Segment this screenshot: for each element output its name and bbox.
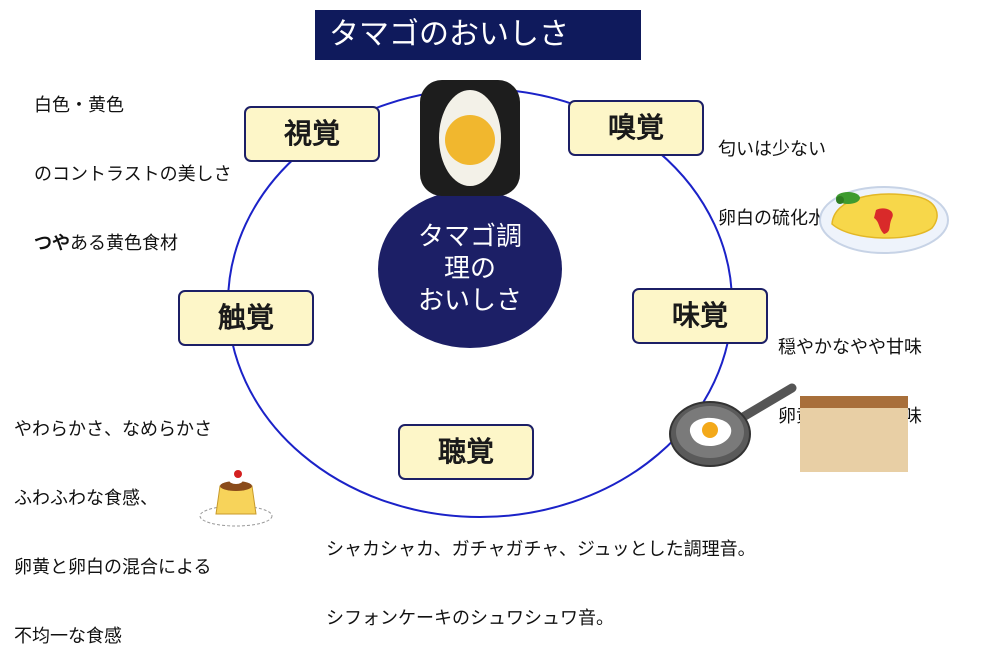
visual-description: 白色・黄色 のコントラストの美しさ つやある黄色食材: [34, 48, 232, 278]
touch-description: やわらかさ、なめらかさ ふわふわな食感、 卵黄と卵白の混合による 不均一な食感: [14, 372, 212, 671]
taste-desc-line-1: 穏やかなやや甘味: [778, 337, 922, 358]
touch-desc-line-4: 不均一な食感: [14, 626, 122, 647]
visual-desc-line-3: つやある黄色食材: [34, 232, 232, 255]
touch-desc-line-3: 卵黄と卵白の混合による: [14, 557, 212, 578]
page-title: タマゴのおいしさ: [315, 10, 641, 60]
visual-desc-bold: つや: [34, 233, 70, 254]
sense-box-touch: 触覚: [178, 290, 314, 346]
hearing-description: シャカシャカ、ガチャガチャ、ジュッとした調理音。 シフォンケーキのシュワシュワ音…: [326, 492, 756, 653]
center-circle: タマゴ調 理の おいしさ: [378, 190, 562, 348]
touch-desc-line-1: やわらかさ、なめらかさ: [14, 419, 212, 440]
egg-yolk: [445, 115, 495, 165]
center-line-1: タマゴ調: [417, 222, 522, 252]
smell-desc-line-1: 匂いは少ない: [718, 139, 826, 160]
visual-desc-rest: ある黄色食材: [70, 233, 178, 254]
sense-box-hearing: 聴覚: [398, 424, 534, 480]
pudding-illustration: [199, 470, 273, 527]
sense-box-visual: 視覚: [244, 106, 380, 162]
chiffon-cake-photo: [800, 396, 908, 472]
visual-desc-line-2: のコントラストの美しさ: [34, 164, 232, 185]
touch-desc-line-2: ふわふわな食感、: [14, 488, 158, 509]
center-line-2: 理の: [443, 254, 496, 284]
hearing-desc-line-1: シャカシャカ、ガチャガチャ、ジュッとした調理音。: [326, 539, 756, 560]
sense-box-smell: 嗅覚: [568, 100, 704, 156]
frying-pan-illustration: [669, 383, 797, 467]
visual-desc-line-1: 白色・黄色: [34, 95, 124, 116]
center-line-3: おいしさ: [417, 286, 522, 316]
hearing-desc-line-2: シフォンケーキのシュワシュワ音。: [326, 608, 614, 629]
omelette-illustration: [819, 186, 949, 254]
sense-box-taste: 味覚: [632, 288, 768, 344]
